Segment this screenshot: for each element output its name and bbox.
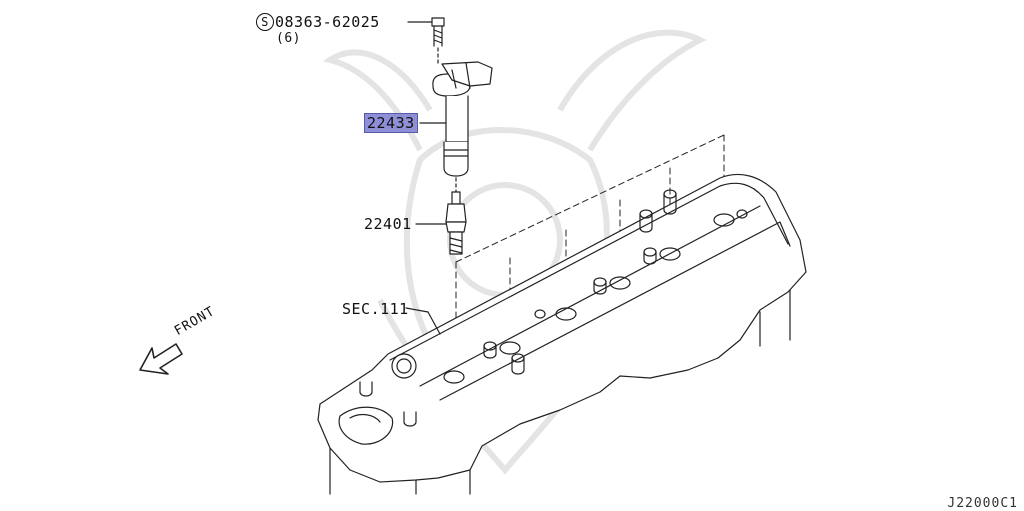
sec-leader-line — [405, 307, 429, 313]
valve-cover — [317, 173, 807, 495]
bolt-qty-label: (6) — [276, 31, 301, 46]
spark-plug-part-label: 22401 — [364, 215, 412, 233]
ignition-coil — [419, 61, 493, 177]
section-ref-label: SEC.111 — [342, 300, 409, 318]
drawing-code: J22000C1 — [947, 496, 1018, 511]
sec-leader-line-2 — [427, 311, 441, 335]
coil-part-label: 22433 — [364, 113, 418, 133]
bolt — [407, 17, 445, 47]
spark-plug — [415, 191, 467, 255]
front-arrow-icon — [139, 343, 183, 375]
